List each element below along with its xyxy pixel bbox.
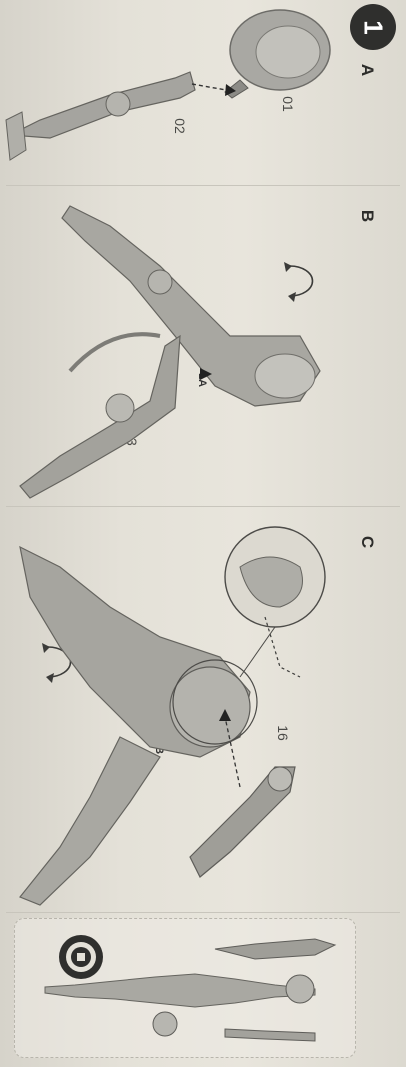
leg-part-03 bbox=[20, 334, 180, 498]
reference-box bbox=[14, 918, 356, 1058]
panel-a: A 01 02 bbox=[0, 0, 406, 185]
panel-a-illustration bbox=[0, 0, 406, 185]
reference-illustration bbox=[15, 919, 355, 1057]
panel-b-illustration bbox=[0, 186, 406, 506]
panel-c-illustration bbox=[0, 507, 406, 912]
assembled-leg-torso bbox=[62, 206, 320, 406]
arm-part-16 bbox=[190, 767, 295, 877]
leg-part-02 bbox=[6, 72, 195, 160]
rotate-arrows-icon bbox=[284, 262, 313, 302]
detail-zoom-circle bbox=[225, 527, 325, 677]
panel-b: B 1A 03 bbox=[0, 186, 406, 506]
torso-part-01 bbox=[225, 10, 330, 98]
panel-divider bbox=[6, 912, 400, 913]
target-circle-icon bbox=[59, 935, 103, 979]
panel-c: C 1B 16 bbox=[0, 507, 406, 912]
